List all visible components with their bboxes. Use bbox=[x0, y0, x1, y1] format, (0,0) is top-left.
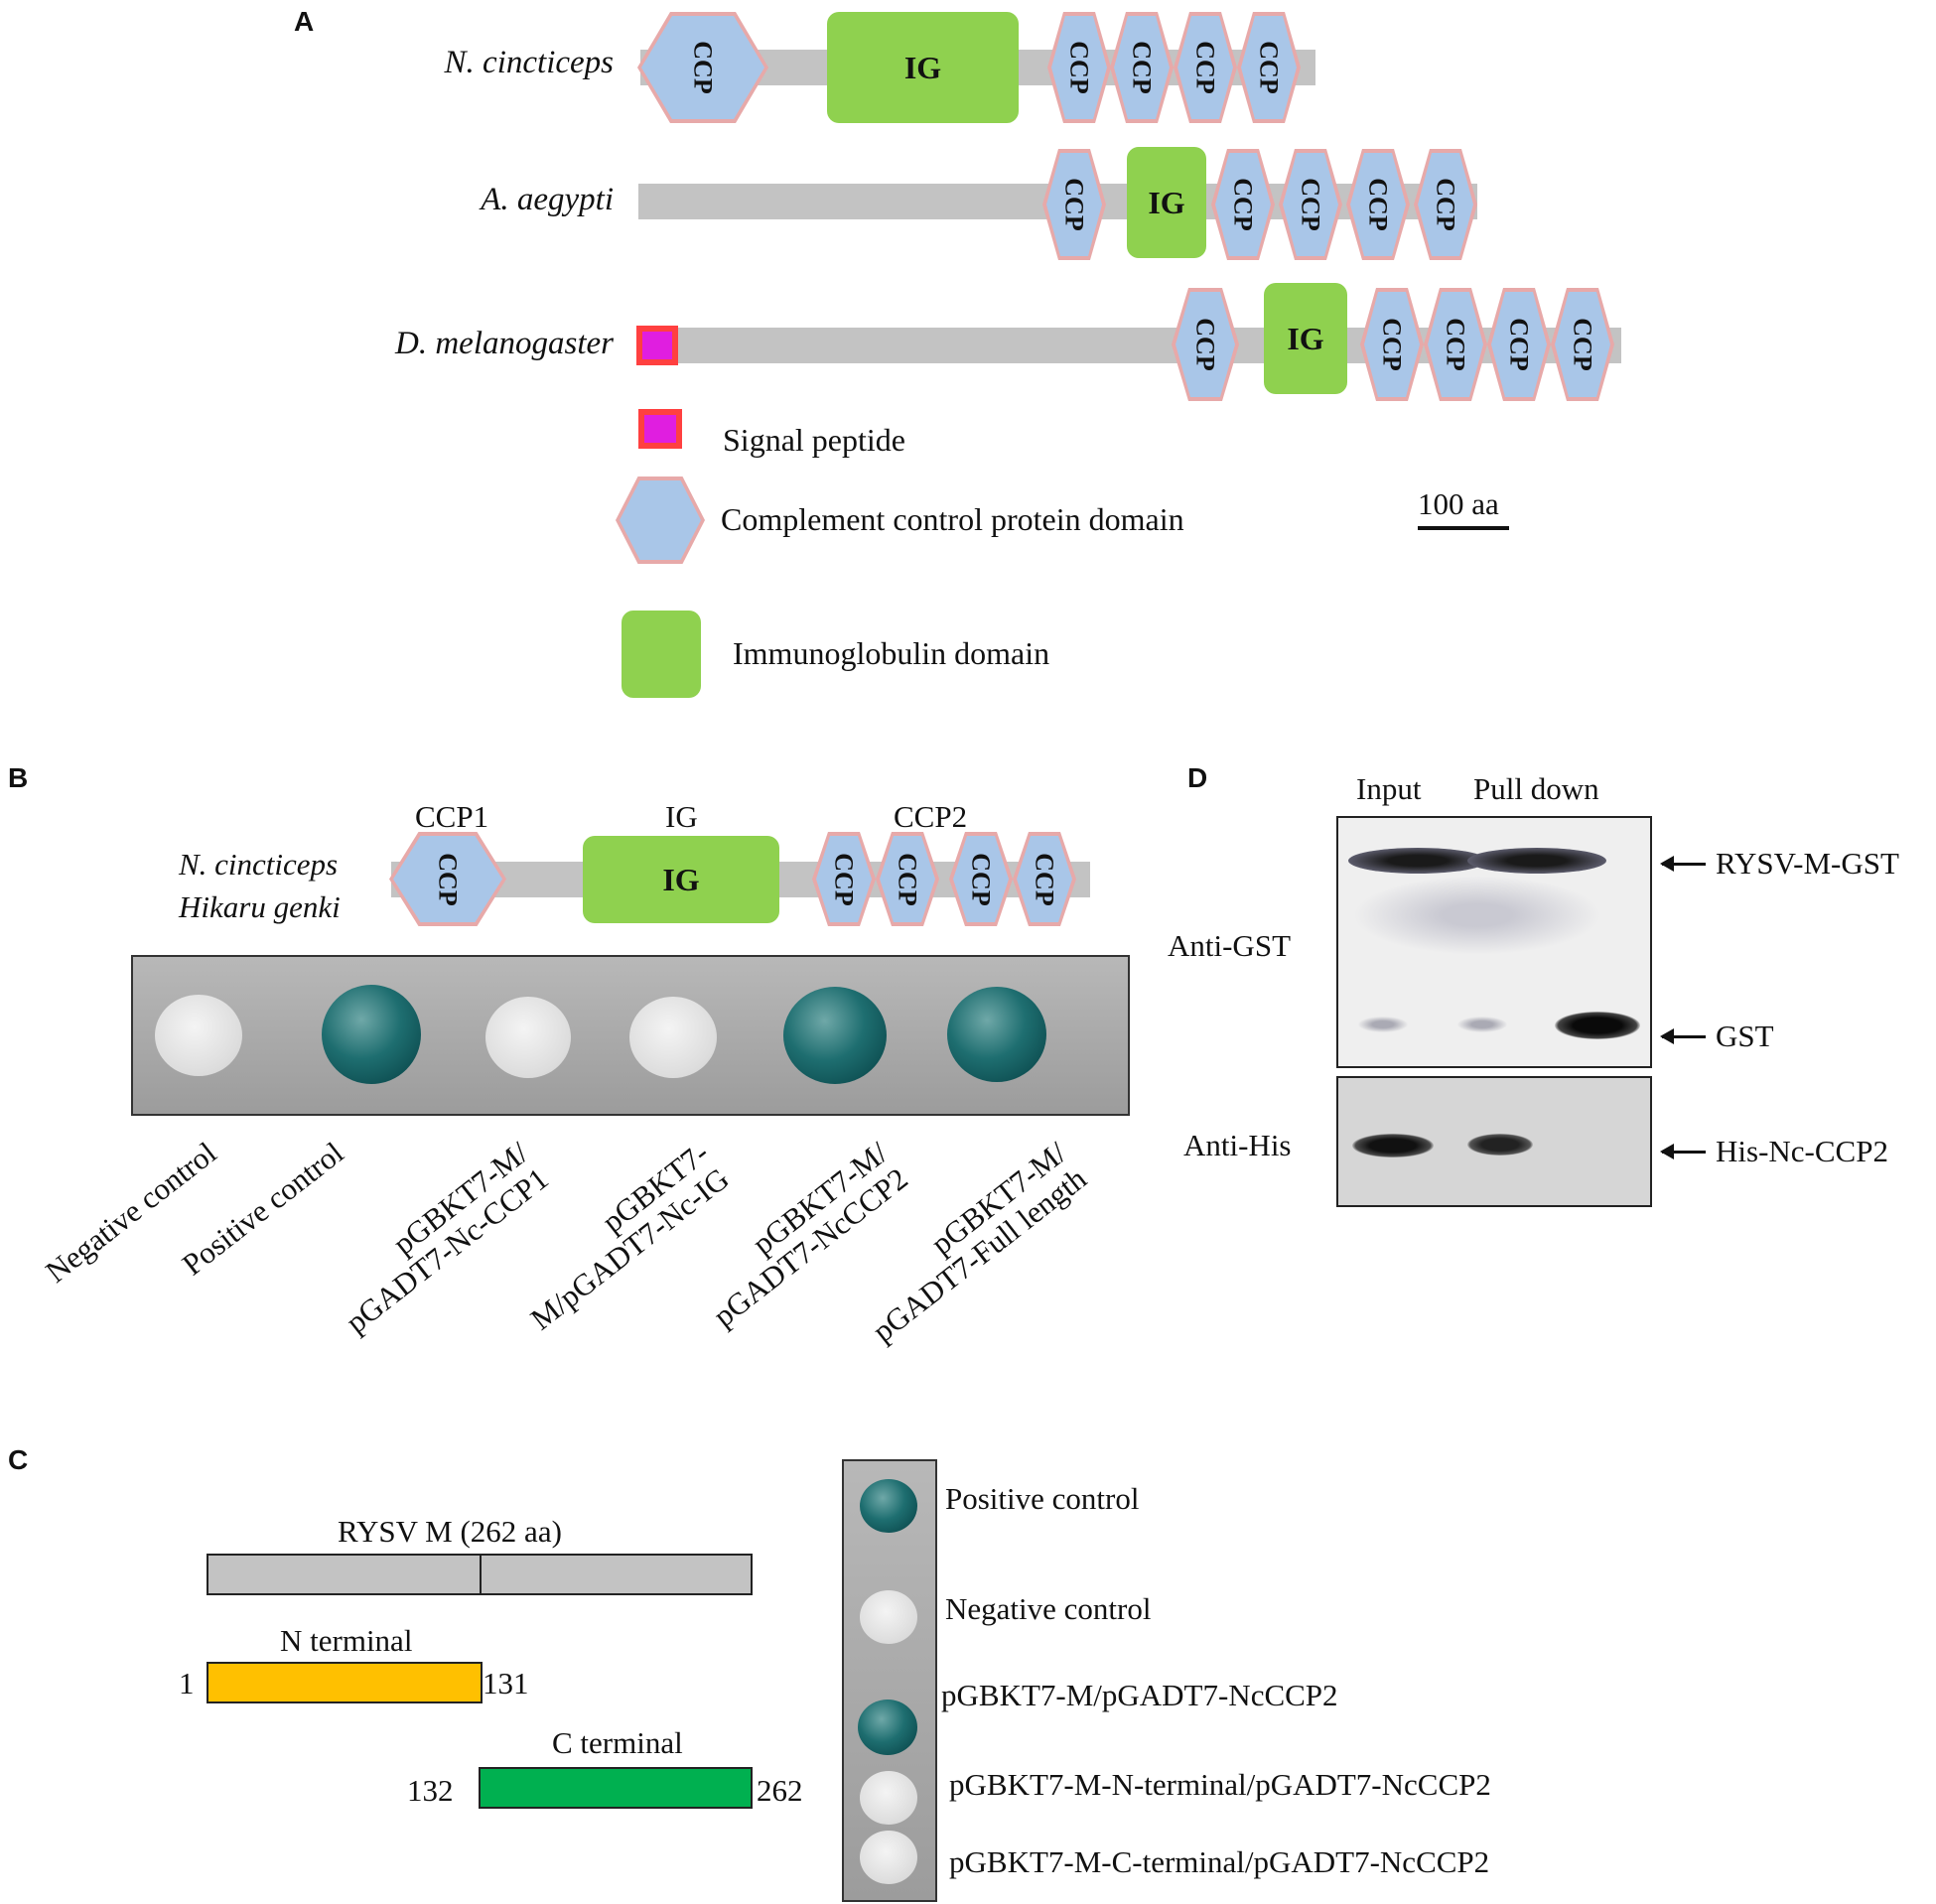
yeast-plate-c bbox=[842, 1459, 937, 1902]
arrow-left-icon bbox=[1660, 1027, 1706, 1044]
ccp-domain: CCP bbox=[1414, 149, 1477, 260]
rysv-m-divider bbox=[480, 1556, 482, 1593]
legend-ig-label: Immunoglobulin domain bbox=[733, 635, 1050, 671]
ccp-domain: CCP bbox=[1551, 288, 1614, 401]
c-label-full: pGBKT7-M/pGADT7-NcCCP2 bbox=[941, 1678, 1338, 1712]
colony-full-length bbox=[947, 987, 1046, 1082]
ccp-domain: CCP bbox=[1172, 288, 1239, 401]
ccp-domain: CCP bbox=[389, 832, 506, 926]
panel-b-letter: B bbox=[8, 762, 29, 793]
ccp-domain: CCP bbox=[1110, 12, 1174, 123]
panel-a-letter: A bbox=[294, 6, 315, 37]
ccp-domain: CCP bbox=[1013, 832, 1076, 926]
rysv-m-title: RYSV M (262 aa) bbox=[338, 1514, 562, 1549]
c-label-c-terminal: pGBKT7-M-C-terminal/pGADT7-NcCCP2 bbox=[949, 1844, 1490, 1879]
panel-d-letter: D bbox=[1187, 762, 1208, 793]
annot-rysv-m-gst: RYSV-M-GST bbox=[1660, 846, 1899, 882]
ig-domain: IG bbox=[1264, 283, 1347, 394]
legend-signal-swatch bbox=[638, 409, 682, 449]
ig-domain: IG bbox=[1127, 147, 1206, 258]
ccp-domain: CCP bbox=[1487, 288, 1551, 401]
ccp-domain: CCP bbox=[637, 12, 768, 123]
row-anti-gst: Anti-GST bbox=[1168, 928, 1291, 963]
label-negative-control: Negative control bbox=[39, 1135, 223, 1290]
colony-c-n-terminal bbox=[860, 1771, 917, 1825]
n-terminal-title: N terminal bbox=[280, 1623, 413, 1658]
colony-c-negative bbox=[860, 1590, 917, 1644]
species-b-line2: Hikaru genki bbox=[179, 889, 341, 924]
species-n-cincticeps: N. cincticeps bbox=[444, 45, 614, 80]
annot-gst: GST bbox=[1660, 1019, 1774, 1054]
species-b-line1: N. cincticeps bbox=[179, 847, 339, 882]
ccp-domain: CCP bbox=[1047, 12, 1111, 123]
band-his-input bbox=[1352, 1134, 1434, 1157]
ccp-domain: CCP bbox=[1237, 12, 1301, 123]
colony-positive-control bbox=[322, 985, 421, 1084]
colony-ccp1 bbox=[485, 997, 571, 1078]
n-terminal-start: 1 bbox=[179, 1666, 195, 1700]
col-pull-down: Pull down bbox=[1473, 771, 1599, 806]
row-anti-his: Anti-His bbox=[1183, 1128, 1292, 1162]
title-ccp2: CCP2 bbox=[894, 799, 968, 834]
scale-bar-label: 100 aa bbox=[1418, 486, 1499, 521]
species-a-aegypti: A. aegypti bbox=[481, 182, 614, 217]
c-terminal-end: 262 bbox=[757, 1773, 803, 1808]
c-label-positive: Positive control bbox=[945, 1481, 1140, 1516]
colony-c-c-terminal bbox=[860, 1831, 917, 1884]
panel-c-letter: C bbox=[8, 1444, 29, 1475]
annot-his-nc-ccp2: His-Nc-CCP2 bbox=[1660, 1134, 1888, 1169]
n-terminal-end: 131 bbox=[483, 1666, 529, 1700]
ccp-domain: CCP bbox=[1346, 149, 1410, 260]
c-terminal-start: 132 bbox=[407, 1773, 454, 1808]
c-label-negative: Negative control bbox=[945, 1591, 1152, 1626]
band-rysv-input bbox=[1348, 848, 1487, 874]
rysv-m-full-bar bbox=[207, 1554, 753, 1595]
c-terminal-title: C terminal bbox=[552, 1725, 683, 1760]
legend-ig-swatch bbox=[622, 611, 701, 698]
ig-domain: IG bbox=[827, 12, 1019, 123]
yeast-plate-b bbox=[131, 955, 1130, 1116]
blot-anti-gst bbox=[1336, 816, 1652, 1068]
legend-ccp-swatch bbox=[616, 476, 705, 564]
arrow-left-icon bbox=[1660, 855, 1706, 872]
title-ig: IG bbox=[665, 799, 698, 834]
arrow-left-icon bbox=[1660, 1143, 1706, 1159]
ccp-domain: CCP bbox=[1279, 149, 1342, 260]
ccp-domain: CCP bbox=[1211, 149, 1275, 260]
c-label-n-terminal: pGBKT7-M-N-terminal/pGADT7-NcCCP2 bbox=[949, 1767, 1491, 1802]
colony-negative-control bbox=[155, 995, 242, 1076]
species-d-melanogaster: D. melanogaster bbox=[395, 326, 614, 361]
legend-ccp-label: Complement control protein domain bbox=[721, 501, 1184, 537]
n-terminal-bar bbox=[207, 1662, 483, 1703]
legend-signal-label: Signal peptide bbox=[723, 422, 905, 458]
ig-domain: IG bbox=[583, 836, 779, 923]
scale-bar bbox=[1418, 526, 1509, 530]
ccp-domain: CCP bbox=[1360, 288, 1424, 401]
title-ccp1: CCP1 bbox=[415, 799, 489, 834]
ccp-domain: CCP bbox=[1174, 12, 1237, 123]
ccp-domain: CCP bbox=[1042, 149, 1106, 260]
colony-c-full bbox=[858, 1700, 917, 1755]
band-gst-input-faint bbox=[1358, 1017, 1408, 1032]
band-his-pulldown bbox=[1467, 1134, 1533, 1156]
ccp-domain: CCP bbox=[812, 832, 876, 926]
ccp-domain: CCP bbox=[1424, 288, 1487, 401]
c-terminal-bar bbox=[479, 1767, 753, 1809]
col-input: Input bbox=[1356, 771, 1422, 806]
band-gst-pulldown-faint bbox=[1457, 1017, 1507, 1032]
band-smear bbox=[1353, 876, 1601, 955]
blot-anti-his bbox=[1336, 1076, 1652, 1207]
band-gst bbox=[1555, 1012, 1640, 1039]
band-rysv-pulldown bbox=[1467, 848, 1606, 874]
colony-ig bbox=[629, 997, 717, 1078]
signal-peptide bbox=[636, 326, 678, 365]
ccp-domain: CCP bbox=[876, 832, 939, 926]
colony-c-positive bbox=[860, 1479, 917, 1533]
colony-ccp2 bbox=[783, 987, 887, 1084]
ccp-domain: CCP bbox=[949, 832, 1013, 926]
